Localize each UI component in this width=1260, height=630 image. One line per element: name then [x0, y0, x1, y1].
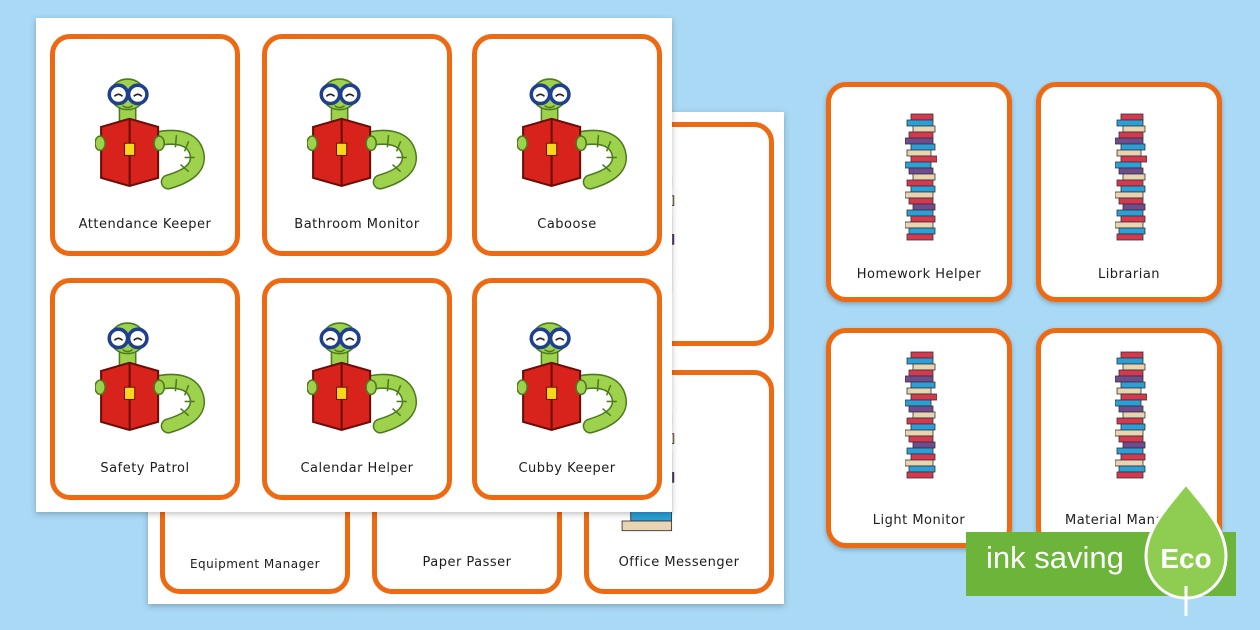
card-calendar-helper: Calendar Helper [262, 278, 452, 500]
card-attendance-keeper: Attendance Keeper [50, 34, 240, 256]
card-label: Equipment Manager [189, 557, 321, 571]
book-stack-icon [1115, 113, 1147, 241]
eco-leaf-icon: Eco [1144, 482, 1228, 616]
side-card-homework-helper: Homework Helper [826, 82, 1012, 302]
front-sheet: Attendance Keeper Bathroom Monitor Caboo… [36, 18, 672, 512]
bookworm-icon [517, 313, 629, 437]
ink-saving-label: ink saving [986, 540, 1124, 575]
card-label: Safety Patrol [100, 461, 190, 476]
side-card-material-manager: Material Mana [1036, 328, 1222, 548]
card-label: Cubby Keeper [518, 461, 616, 476]
card-label: Material Mana [1065, 513, 1164, 528]
bookworm-icon [307, 69, 419, 193]
book-stack-icon [905, 351, 937, 479]
card-label: Homework Helper [856, 267, 982, 282]
bookworm-icon [517, 69, 629, 193]
side-card-librarian: Librarian [1036, 82, 1222, 302]
card-label: Attendance Keeper [78, 217, 212, 232]
side-card-light-monitor: Light Monitor [826, 328, 1012, 548]
bookworm-icon [95, 313, 207, 437]
card-caboose: Caboose [472, 34, 662, 256]
card-label: Librarian [1097, 267, 1161, 282]
card-cubby-keeper: Cubby Keeper [472, 278, 662, 500]
card-label: Caboose [537, 217, 597, 232]
bookworm-icon [95, 69, 207, 193]
back-card-office-messenger: Office Messenger [584, 370, 774, 594]
card-label: Office Messenger [618, 555, 740, 570]
card-bathroom-monitor: Bathroom Monitor [262, 34, 452, 256]
card-label: Calendar Helper [300, 461, 414, 476]
eco-leaf-label: Eco [1160, 543, 1211, 574]
card-safety-patrol: Safety Patrol [50, 278, 240, 500]
card-label: Bathroom Monitor [294, 217, 420, 232]
bookworm-icon [307, 313, 419, 437]
book-stack-icon [1115, 351, 1147, 479]
card-label: Paper Passer [422, 555, 512, 570]
book-stack-icon [905, 113, 937, 241]
card-label: Light Monitor [872, 513, 966, 528]
